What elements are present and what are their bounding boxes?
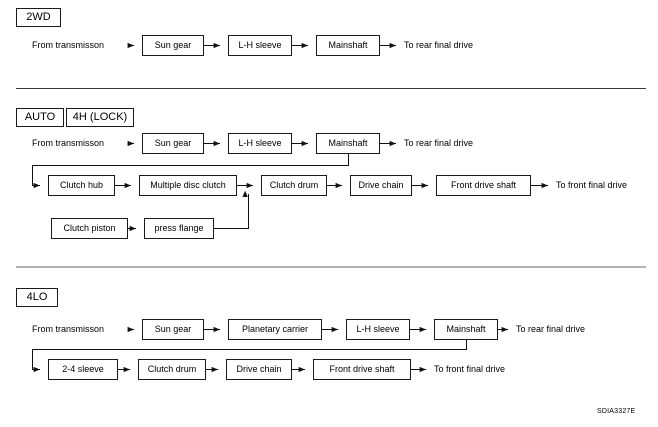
- mode-tag-4lo: 4LO: [16, 288, 58, 307]
- node-lh-sleeve: L-H sleeve: [228, 35, 292, 56]
- node-sun-gear: Sun gear: [142, 35, 204, 56]
- node-clutch-drum-4lo: Clutch drum: [138, 359, 206, 380]
- target-label-rear-final-drive: To rear final drive: [404, 40, 474, 50]
- target-label-front-final-drive-auto: To front final drive: [556, 180, 628, 190]
- node-clutch-hub: Clutch hub: [48, 175, 115, 196]
- node-front-drive-shaft-4lo: Front drive shaft: [313, 359, 411, 380]
- node-mainshaft-auto: Mainshaft: [316, 133, 380, 154]
- node-front-drive-shaft-auto: Front drive shaft: [436, 175, 531, 196]
- node-2-4-sleeve: 2-4 sleeve: [48, 359, 118, 380]
- target-label-rear-final-drive-4lo: To rear final drive: [516, 324, 586, 334]
- target-label-rear-final-drive-auto: To rear final drive: [404, 138, 474, 148]
- target-label-front-final-drive-4lo: To front final drive: [434, 364, 506, 374]
- section-divider-1: [16, 88, 646, 89]
- mode-tag-auto: AUTO: [16, 108, 64, 127]
- section-divider-2: [16, 266, 646, 268]
- node-mainshaft: Mainshaft: [316, 35, 380, 56]
- node-lh-sleeve-auto: L-H sleeve: [228, 133, 292, 154]
- node-press-flange: press flange: [144, 218, 214, 239]
- source-label-2wd: From transmisson: [32, 40, 105, 50]
- node-multiple-disc-clutch: Multiple disc clutch: [139, 175, 237, 196]
- node-clutch-piston: Clutch piston: [51, 218, 128, 239]
- source-label-auto: From transmisson: [32, 138, 105, 148]
- node-sun-gear-auto: Sun gear: [142, 133, 204, 154]
- node-drive-chain-4lo: Drive chain: [226, 359, 292, 380]
- node-planetary-carrier: Planetary carrier: [228, 319, 322, 340]
- source-label-4lo: From transmisson: [32, 324, 105, 334]
- node-clutch-drum-auto: Clutch drum: [261, 175, 327, 196]
- node-sun-gear-4lo: Sun gear: [142, 319, 204, 340]
- node-drive-chain-auto: Drive chain: [350, 175, 412, 196]
- node-lh-sleeve-4lo: L-H sleeve: [346, 319, 410, 340]
- mode-tag-4h-lock: 4H (LOCK): [66, 108, 134, 127]
- figure-code: SDIA3327E: [597, 408, 636, 415]
- node-mainshaft-4lo: Mainshaft: [434, 319, 498, 340]
- mode-tag-2wd: 2WD: [16, 8, 61, 27]
